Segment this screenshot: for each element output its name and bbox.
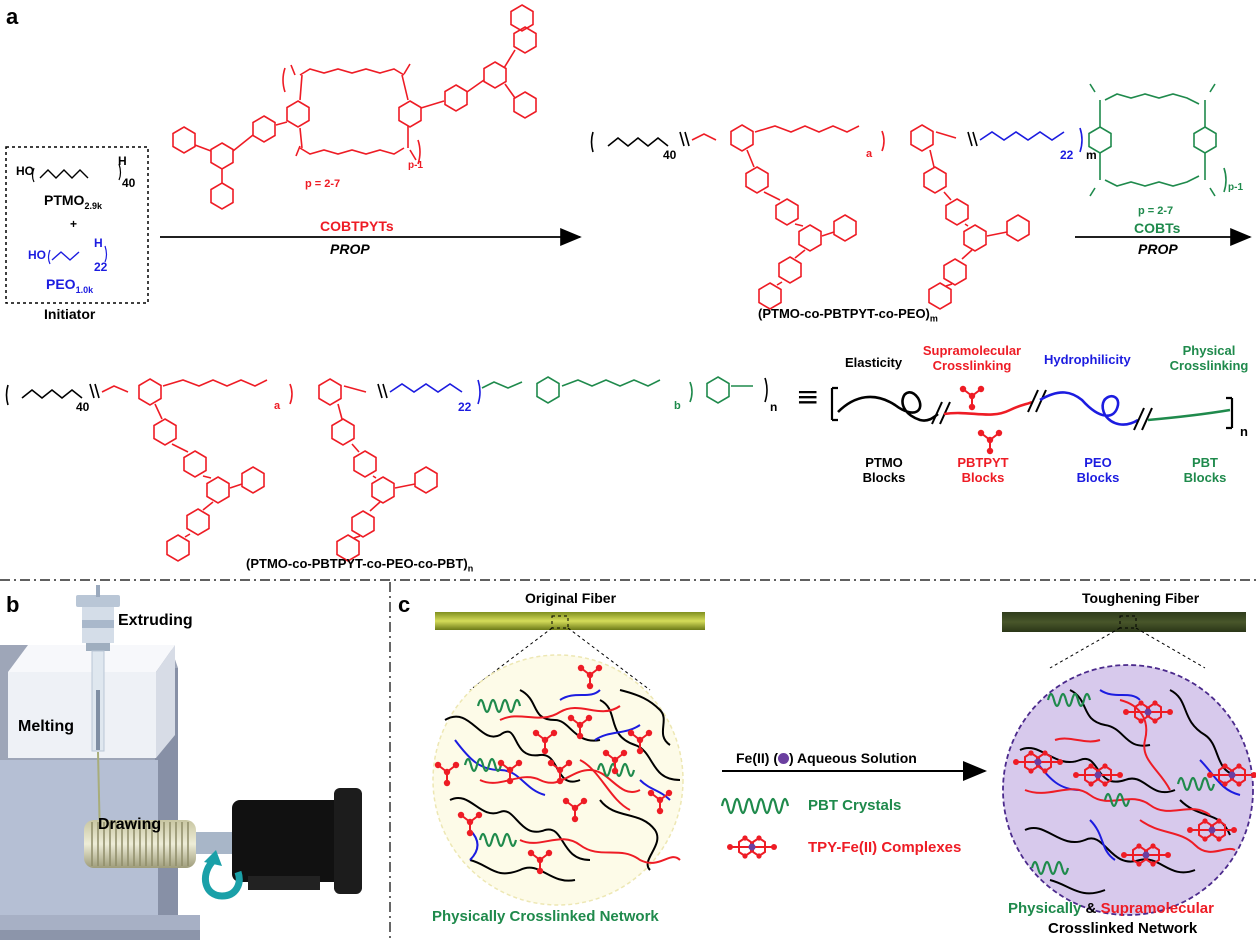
original-fiber-title: Original Fiber	[525, 590, 617, 606]
final-na: a	[274, 400, 281, 412]
intermediate-polymer-structure	[590, 124, 1083, 310]
toughening-fiber-title: Toughening Fiber	[1082, 590, 1200, 606]
initiator-ptmo-h: H	[118, 154, 127, 168]
initiator-peo-ho: HO	[28, 248, 46, 262]
iron-ion-icon	[778, 753, 789, 764]
label-extruding: Extruding	[118, 612, 193, 629]
cobt-p-range: p = 2-7	[1138, 205, 1174, 217]
right-network-caption-line2: Crosslinked Network	[1048, 920, 1198, 937]
initiator-box	[5, 146, 149, 304]
cobtpyt-subscript: p-1	[408, 160, 423, 171]
initiator-caption: Initiator	[44, 306, 96, 322]
intermediate-label: (PTMO-co-PBTPYT-co-PEO)m	[758, 306, 938, 324]
extrusion-apparatus	[0, 585, 362, 940]
intermediate-n40: 40	[663, 148, 677, 162]
initiator-peo-subscript: 22	[94, 260, 108, 274]
final-polymer-structure	[5, 376, 768, 562]
intermediate-n22: 22	[1060, 148, 1074, 162]
initiator-ptmo-name: PTMO2.9k	[44, 192, 102, 211]
final-polymer-label: (PTMO-co-PBTPYT-co-PEO-co-PBT)n	[246, 556, 474, 574]
initiator-ptmo-ho: HO	[16, 164, 34, 178]
reaction-condition: Fe(II) () Aqueous Solution	[736, 750, 917, 766]
final-n40: 40	[76, 400, 90, 414]
schematic-hydrophilicity: Hydrophilicity	[1044, 352, 1131, 367]
initiator-ptmo-subscript: 40	[122, 176, 136, 190]
schematic-n: n	[1240, 424, 1248, 439]
panel-a-label: a	[6, 4, 19, 29]
block-schematic	[830, 386, 1234, 431]
cobt-subscript: p-1	[1228, 182, 1243, 193]
left-network-caption: Physically Crosslinked Network	[432, 908, 659, 925]
cobtpyt-monomer-structure	[172, 4, 537, 210]
final-n22: 22	[458, 400, 472, 414]
schematic-elasticity: Elasticity	[845, 355, 903, 370]
panel-c-label: c	[398, 592, 411, 617]
cobt-monomer-structure	[1088, 83, 1227, 197]
final-nb: b	[674, 400, 681, 412]
supramolecular-network-pbt-crystals	[1030, 692, 1216, 876]
peo-initiator-chain	[51, 251, 80, 261]
cobt-label: COBTs	[1134, 220, 1181, 236]
supramolecular-network-circle	[1002, 664, 1254, 916]
schematic-tpy-groups	[958, 384, 1004, 456]
final-n: n	[770, 400, 778, 414]
prop-label-2: PROP	[1138, 241, 1178, 257]
intermediate-na: a	[866, 148, 873, 160]
label-melting: Melting	[18, 718, 74, 735]
ptmo-initiator-chain	[39, 169, 89, 179]
initiator-peo-h: H	[94, 236, 103, 250]
cobtpyt-label: COBTPYTs	[320, 218, 394, 234]
legend-tpy-symbol	[726, 834, 778, 860]
right-network-caption-line1: Physically & Supramolecular	[1008, 900, 1214, 917]
physical-network-chains	[444, 689, 681, 882]
label-drawing: Drawing	[98, 816, 162, 833]
toughening-fiber-image	[1002, 612, 1246, 632]
original-fiber-image	[435, 612, 705, 630]
prop-label-1: PROP	[330, 241, 370, 257]
legend-pbt-crystals: PBT Crystals	[808, 797, 902, 814]
initiator-plus: +	[70, 217, 78, 231]
panel-b-label: b	[6, 592, 20, 617]
cobtpyt-p-range: p = 2-7	[305, 178, 341, 190]
legend-pbt-symbol	[720, 797, 790, 815]
intermediate-m: m	[1086, 148, 1097, 162]
equiv-symbol: ≡	[796, 380, 819, 413]
initiator-peo-name: PEO1.0k	[46, 276, 94, 295]
legend-tpy-complexes: TPY-Fe(II) Complexes	[808, 839, 962, 856]
